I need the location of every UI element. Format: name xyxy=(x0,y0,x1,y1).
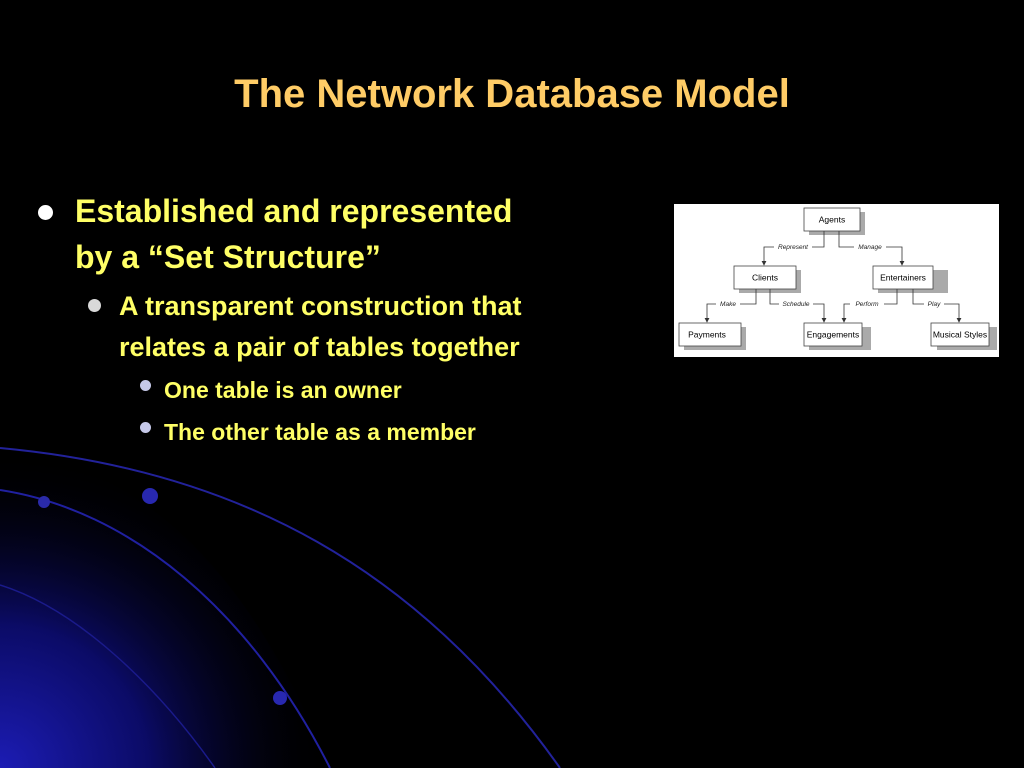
edge-label-schedule: Schedule xyxy=(782,301,809,308)
bullet-item: Established and represented by a “Set St… xyxy=(38,188,598,280)
sub-bullet-text: A transparent construction that relates … xyxy=(119,291,522,362)
edge-label-perform: Perform xyxy=(855,301,879,308)
diagram-node-agents: Agents xyxy=(803,207,861,232)
diagram-node-engagements: Engagements xyxy=(803,322,863,347)
diagram-node-musical-styles: Musical Styles xyxy=(930,322,990,347)
svg-text:Musical Styles: Musical Styles xyxy=(933,330,987,340)
edge-label-represent: Represent xyxy=(778,244,809,251)
bullet-dot-icon xyxy=(88,299,101,312)
sub-sub-bullet-item: One table is an owner xyxy=(140,371,598,410)
bullet-dot-icon xyxy=(140,380,151,391)
diagram-node-payments: Payments xyxy=(678,322,742,347)
bullet-text: Established and represented by a “Set St… xyxy=(75,193,513,275)
svg-text:Agents: Agents xyxy=(819,215,845,225)
edge-label-manage: Manage xyxy=(858,244,882,251)
edge-label-play: Play xyxy=(928,301,941,308)
svg-text:Payments: Payments xyxy=(688,330,726,340)
sub-bullet-item: A transparent construction that relates … xyxy=(88,286,598,368)
diagram-node-clients: Clients xyxy=(733,265,797,290)
sub-sub-bullet-item: The other table as a member xyxy=(140,413,598,452)
svg-text:Clients: Clients xyxy=(752,273,778,283)
sub-sub-bullet-text: The other table as a member xyxy=(164,419,476,445)
svg-text:Entertainers: Entertainers xyxy=(880,273,926,283)
diagram-node-entertainers: Entertainers xyxy=(872,265,934,290)
edge-label-make: Make xyxy=(720,301,736,308)
svg-text:Engagements: Engagements xyxy=(807,330,859,340)
sub-sub-bullet-text: One table is an owner xyxy=(164,377,402,403)
slide-title: The Network Database Model xyxy=(234,72,790,116)
bullet-dot-icon xyxy=(38,205,53,220)
bullet-dot-icon xyxy=(140,422,151,433)
network-model-diagram: Agents Clients Entertainers Payments Eng… xyxy=(674,204,999,357)
bullet-list: Established and represented by a “Set St… xyxy=(38,188,598,452)
